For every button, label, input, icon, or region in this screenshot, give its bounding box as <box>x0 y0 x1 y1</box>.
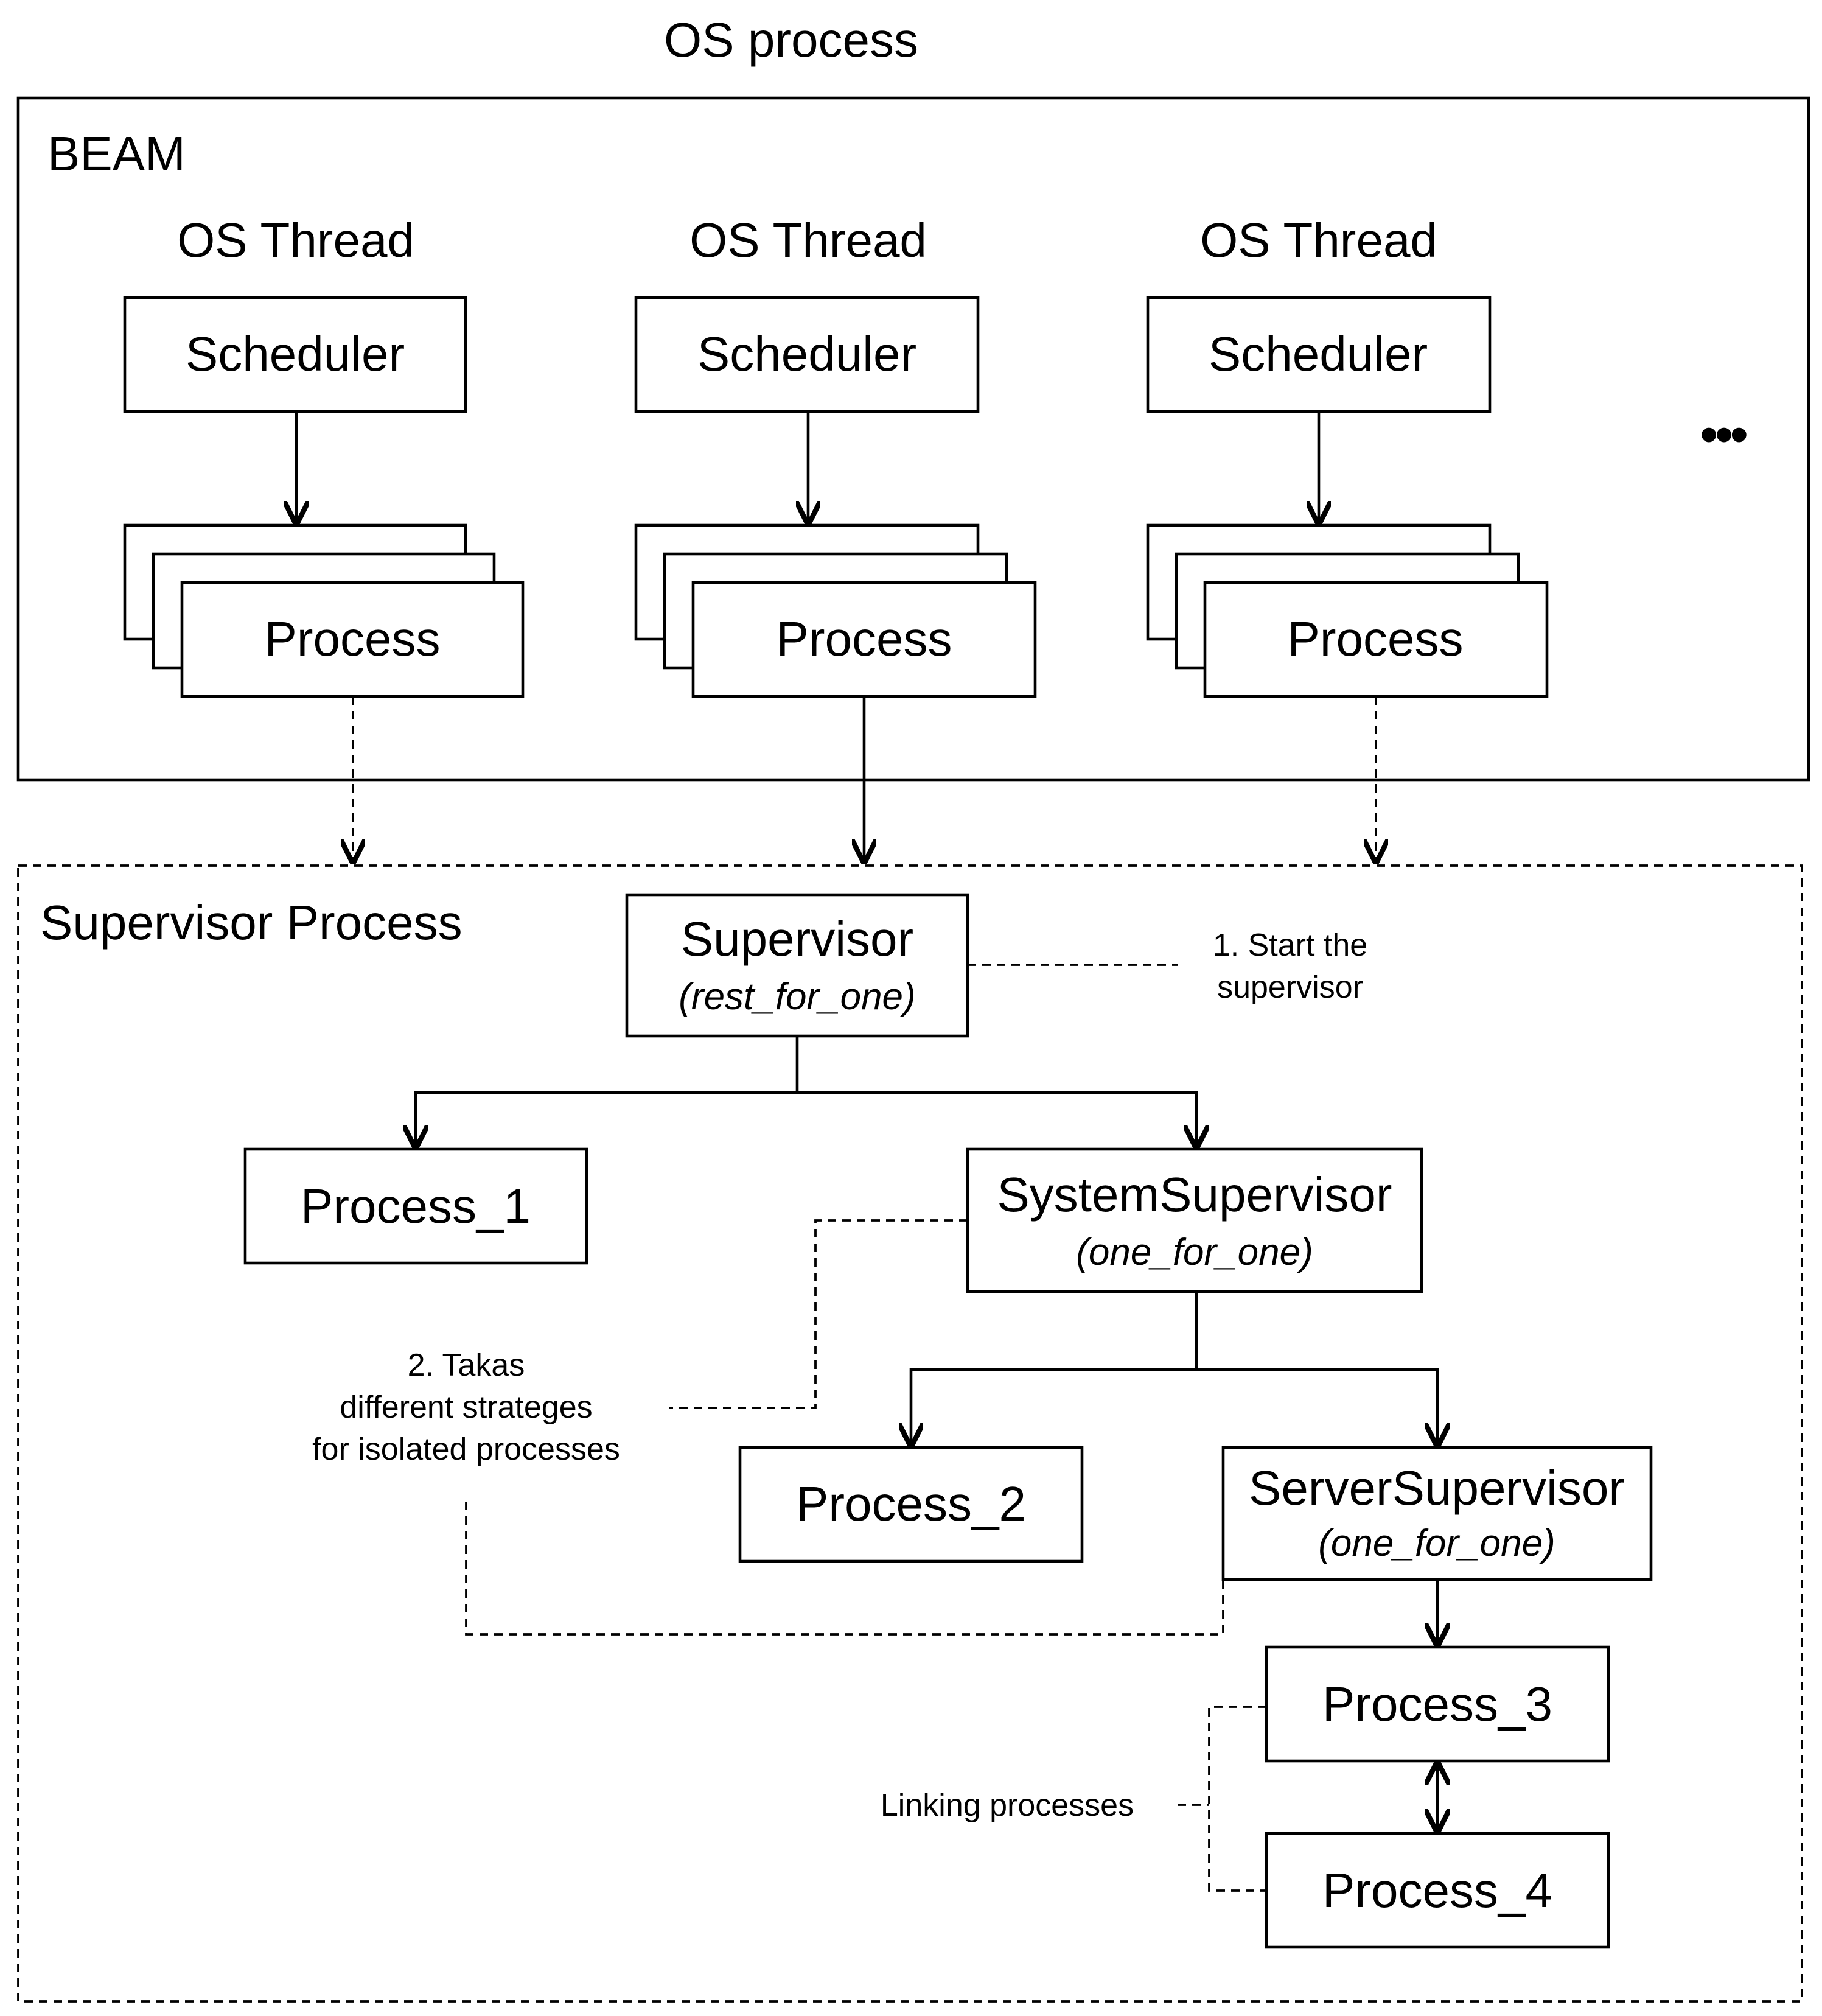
supervisor-process-label: Supervisor Process <box>40 895 462 950</box>
linking-connector-bracket <box>1208 1706 1266 1892</box>
process-label: Process <box>777 612 952 666</box>
note-linking-processes: Linking processes <box>881 1788 1134 1823</box>
more-threads-ellipsis: ••• <box>1700 404 1747 464</box>
beam-frame <box>16 96 1810 782</box>
process-1-label: Process_1 <box>301 1179 531 1233</box>
system-supervisor-strategy: (one_for_one) <box>1076 1231 1313 1273</box>
server-supervisor-strategy: (one_for_one) <box>1318 1522 1555 1564</box>
os-thread-label: OS Thread <box>1200 213 1437 267</box>
scheduler-label: Scheduler <box>697 327 916 381</box>
supervisor-process-frame <box>17 864 1803 2003</box>
note-strategies-line-1: 2. Takas <box>408 1348 525 1383</box>
scheduler-box <box>634 296 980 413</box>
os-thread-3: OS Thread Scheduler Process <box>1146 213 1549 698</box>
server-supervisor-box <box>1221 1446 1653 1581</box>
system-supervisor-to-server-supervisor-arrow <box>1196 1368 1437 1447</box>
supervisor-to-system-supervisor-arrow <box>797 1091 1196 1149</box>
supervisor-box <box>625 893 969 1038</box>
os-thread-1: OS Thread Scheduler Process <box>123 213 525 698</box>
process-box <box>180 581 525 698</box>
os-thread-label: OS Thread <box>177 213 414 267</box>
process-3-label: Process_3 <box>1322 1677 1552 1731</box>
os-process-label: OS process <box>664 13 918 67</box>
process-label: Process <box>1288 612 1464 666</box>
supervisor-name: Supervisor <box>681 912 913 966</box>
note-2-connector-to-system-supervisor <box>669 1219 968 1409</box>
process-4-box <box>1265 1832 1610 1949</box>
process-2-box <box>738 1446 1084 1563</box>
os-thread-2: OS Thread Scheduler Process <box>634 213 1037 698</box>
os-thread-label: OS Thread <box>689 213 927 267</box>
process-label: Process <box>265 612 441 666</box>
system-supervisor-box <box>966 1147 1423 1293</box>
system-supervisor-name: SystemSupervisor <box>997 1167 1392 1222</box>
beam-label: BEAM <box>47 127 186 181</box>
scheduler-box <box>1146 296 1492 413</box>
process-2-label: Process_2 <box>796 1477 1026 1531</box>
process-1-box <box>243 1147 588 1265</box>
process-4-label: Process_4 <box>1322 1863 1552 1917</box>
note-start-supervisor-line-2: supervisor <box>1217 970 1363 1005</box>
system-supervisor-to-process-2-arrow <box>911 1292 1198 1447</box>
scheduler-label: Scheduler <box>1209 327 1428 381</box>
note-strategies-line-2: different strateges <box>340 1390 592 1425</box>
note-strategies-line-3: for isolated processes <box>312 1432 620 1467</box>
server-supervisor-name: ServerSupervisor <box>1249 1461 1625 1515</box>
process-3-box <box>1265 1645 1610 1763</box>
supervisor-strategy: (rest_for_one) <box>679 976 915 1018</box>
note-start-supervisor-line-1: 1. Start the <box>1213 928 1367 963</box>
scheduler-label: Scheduler <box>186 327 405 381</box>
note-2-connector-to-server-supervisor <box>465 1502 1224 1636</box>
supervisor-to-process-1-arrow <box>416 1036 799 1149</box>
